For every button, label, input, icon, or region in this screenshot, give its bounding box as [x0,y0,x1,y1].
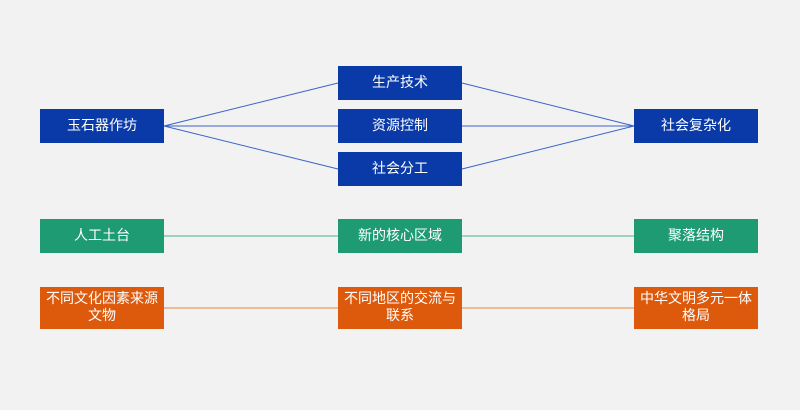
node-jade-workshop: 玉石器作坊 [40,109,164,143]
node-social-complexity: 社会复杂化 [634,109,758,143]
connector-workshop-to-division [163,125,339,170]
node-settlement-structure: 聚落结构 [634,219,758,253]
node-new-core-region: 新的核心区域 [338,219,462,253]
node-production-technology: 生产技术 [338,66,462,100]
node-civilization-pattern: 中华文明多元一体 格局 [634,287,758,329]
connector-production-to-complexity [461,82,635,127]
connector-workshop-to-production [163,82,339,127]
connector-division-to-complexity [461,125,635,170]
node-regional-exchange: 不同地区的交流与 联系 [338,287,462,329]
node-cultural-relics: 不同文化因素来源 文物 [40,287,164,329]
node-artificial-terrace: 人工土台 [40,219,164,253]
node-social-division: 社会分工 [338,152,462,186]
node-resource-control: 资源控制 [338,109,462,143]
